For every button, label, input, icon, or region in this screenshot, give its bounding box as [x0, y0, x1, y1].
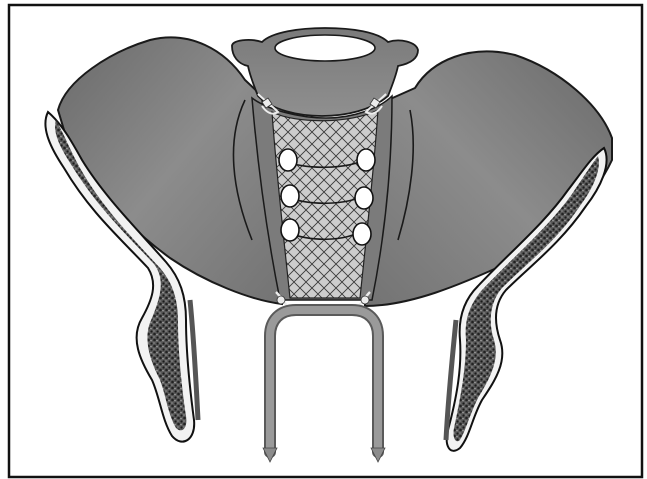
screw-left-1: [279, 149, 297, 171]
left-ilium: [58, 37, 282, 304]
screw-left-2: [281, 185, 299, 207]
right-ilium: [365, 51, 612, 306]
screw-right-1: [357, 149, 375, 171]
fixation-rods: [270, 310, 378, 452]
vertebral-endplate: [275, 35, 375, 61]
screw-left-3: [281, 219, 299, 241]
screw-right-3: [353, 223, 371, 245]
screw-right-2: [355, 187, 373, 209]
